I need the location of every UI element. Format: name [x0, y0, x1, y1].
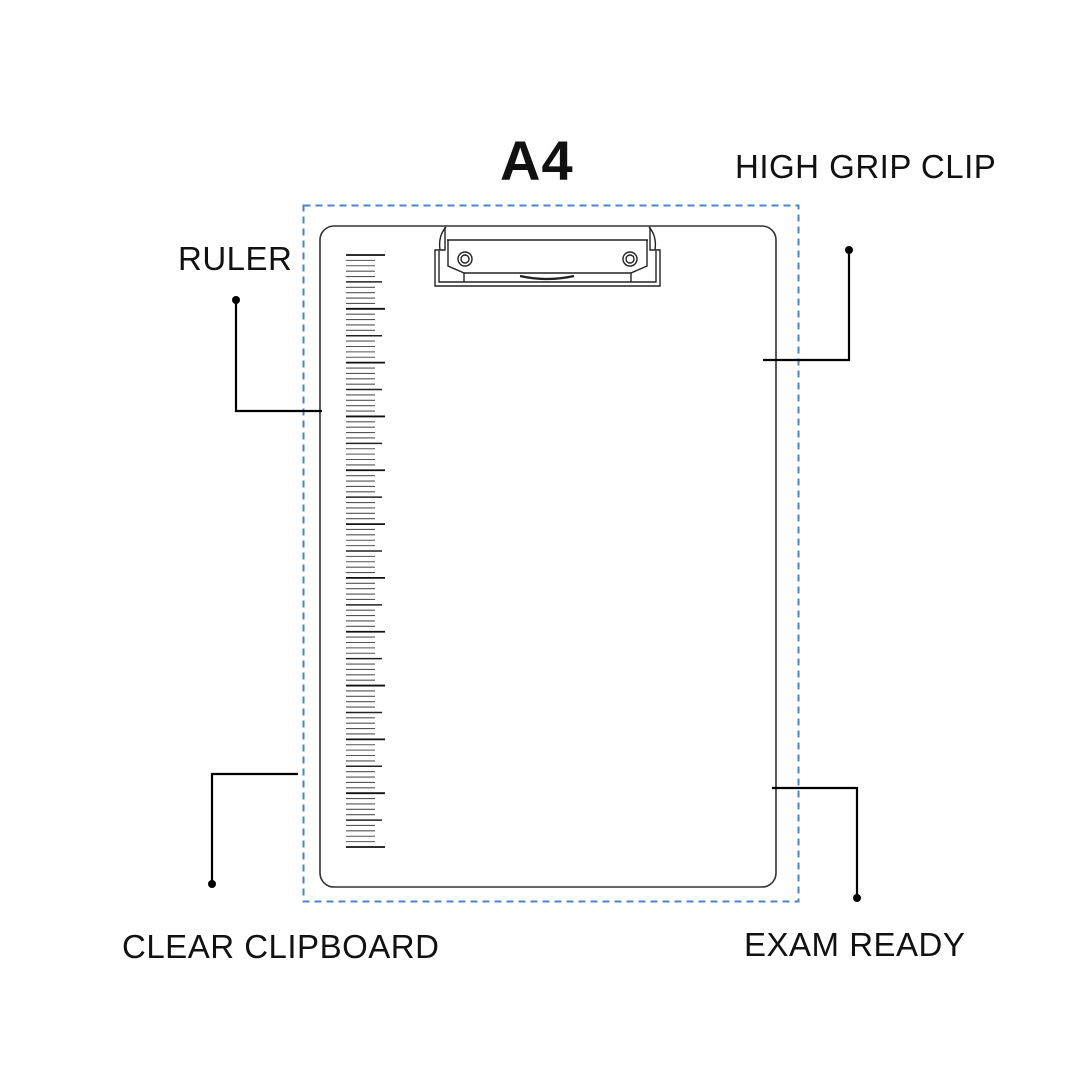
size-title: A4 — [500, 129, 574, 192]
callout-clip-label: HIGH GRIP CLIP — [735, 148, 997, 185]
a4-dashed-border — [302, 204, 800, 903]
callout-clear-clipboard-label: CLEAR CLIPBOARD — [122, 928, 440, 965]
clipboard-board — [319, 225, 777, 888]
callout-clear-clipboard-leader — [208, 772, 298, 888]
callout-exam-ready-label: EXAM READY — [744, 926, 966, 963]
callout-exam-ready-leader — [772, 786, 861, 902]
ruler-scale — [346, 254, 385, 848]
callout-clip-leader — [763, 246, 853, 362]
callout-ruler-label: RULER — [178, 240, 293, 277]
callout-ruler-leader — [232, 296, 322, 413]
clip-icon — [434, 226, 661, 287]
